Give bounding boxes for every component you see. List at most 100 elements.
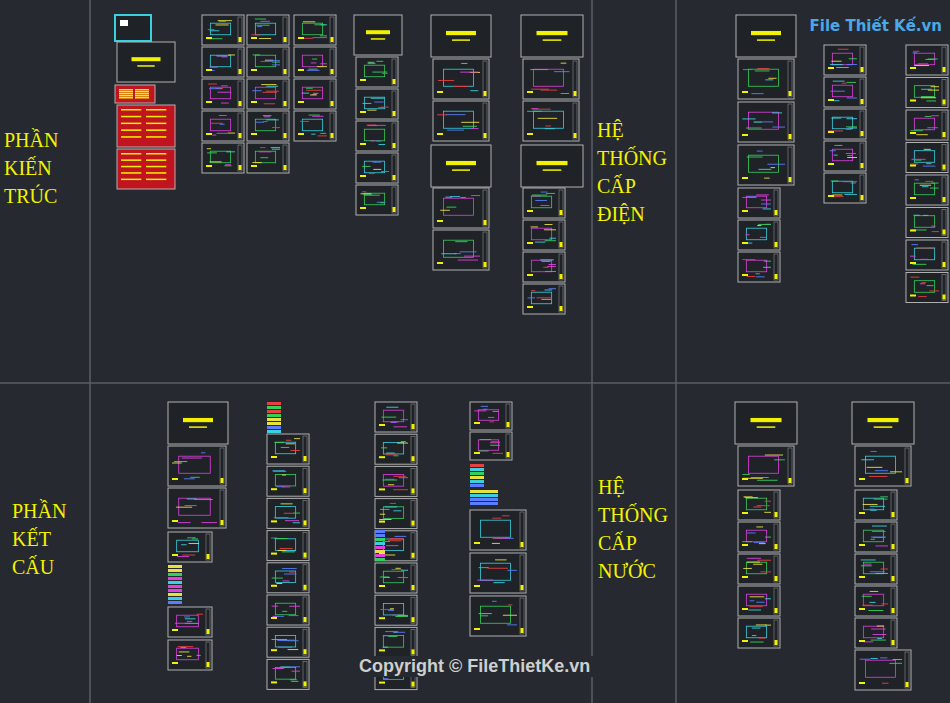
sheet-part [380, 202, 384, 203]
sheet-part [860, 79, 864, 105]
sheet-part [507, 570, 517, 571]
sheet-part [263, 92, 277, 93]
sheet-part [742, 177, 748, 179]
sheet-part [374, 162, 381, 163]
sheet-part [379, 585, 385, 587]
sheet-part [757, 39, 775, 41]
sheet-part [873, 537, 885, 538]
sheet-part [471, 195, 480, 196]
sheet-part [271, 553, 277, 555]
sheet-part [859, 576, 865, 578]
sheet-part [381, 171, 389, 172]
drawing-sheet [247, 47, 289, 77]
sheet-part [267, 498, 309, 528]
sheet-part [275, 668, 295, 680]
sheet-part [541, 299, 551, 300]
sheet-part [759, 638, 766, 639]
sheet-part [920, 283, 925, 284]
sheet-part [412, 553, 415, 558]
drawing-sheet [247, 143, 289, 173]
sheet-part [380, 576, 389, 577]
sheet-part [461, 197, 466, 198]
sheet-part [535, 242, 546, 243]
sheet-part [303, 565, 307, 591]
sheet-part [914, 248, 934, 260]
sheet-part [859, 478, 865, 480]
sheet-part [774, 620, 778, 646]
sheet-part [746, 626, 766, 638]
sheet-part [168, 585, 182, 588]
sheet-part [251, 34, 260, 35]
sheet-part [288, 640, 299, 641]
sheet-part [871, 640, 886, 641]
sheet-part [187, 537, 195, 538]
sheet-part [892, 512, 895, 517]
sheet-part [437, 91, 443, 93]
sheet-part [267, 595, 309, 625]
drawing-sheet [852, 402, 914, 444]
sheet-part [757, 505, 770, 506]
sheet-part [892, 608, 895, 613]
sheet-part [300, 121, 309, 122]
sheet-part [367, 110, 376, 111]
sheet-part [493, 453, 503, 454]
sheet-part [304, 617, 307, 622]
sheet-part [862, 605, 872, 606]
sheet-part [377, 202, 386, 203]
sheet-part [260, 157, 268, 158]
sheet-part [175, 623, 191, 624]
sheet-part [291, 450, 300, 451]
sheet-part [870, 571, 885, 572]
sheet-part [266, 91, 279, 92]
drawing-sheet [117, 149, 175, 189]
sheet-part [209, 88, 222, 89]
sheet-part [196, 655, 200, 656]
sheet-part [828, 195, 834, 197]
sheet-part [470, 90, 478, 91]
sheet-part [765, 598, 771, 599]
sheet-part [271, 456, 277, 458]
sheet-part [362, 166, 370, 167]
drawing-sheet [855, 554, 897, 584]
sheet-part [546, 193, 555, 194]
sheet-part [385, 506, 397, 507]
sheet-part [384, 541, 389, 542]
sheet-part [318, 135, 327, 136]
sheet-part [259, 151, 271, 152]
sheet-part [521, 145, 583, 187]
sheet-part [182, 458, 202, 459]
sheet-part [397, 443, 408, 444]
sheet-part [286, 440, 292, 441]
sheet-part [775, 640, 778, 645]
sheet-part [488, 417, 494, 418]
sheet-part [168, 565, 182, 568]
sheet-part [527, 306, 533, 308]
sheet-part [527, 242, 533, 244]
sheet-part [833, 81, 845, 82]
sheet-part [910, 165, 916, 167]
sheet-part [889, 663, 902, 664]
sheet-part [437, 262, 443, 264]
sheet-part [314, 24, 325, 25]
sheet-part [757, 151, 763, 152]
sheet-part [278, 647, 292, 648]
drawing-sheet [523, 59, 579, 99]
sheet-part [920, 259, 928, 260]
drawing-sheet [470, 553, 526, 593]
sheet-part [761, 204, 771, 205]
sheet-part [861, 99, 864, 104]
sheet-part [194, 499, 212, 500]
sheet-part [267, 60, 280, 61]
sheet-part [371, 98, 384, 99]
drawing-sheet [521, 145, 583, 187]
sheet-part [759, 543, 766, 544]
sheet-part [283, 145, 287, 171]
sheet-part [470, 484, 484, 487]
sheet-part [303, 533, 307, 559]
sheet-part [771, 167, 775, 168]
sheet-part [383, 539, 403, 551]
drawing-sheet [267, 627, 309, 657]
sheet-part [863, 504, 878, 505]
sheet-part [892, 544, 895, 549]
sheet-part [251, 37, 257, 39]
